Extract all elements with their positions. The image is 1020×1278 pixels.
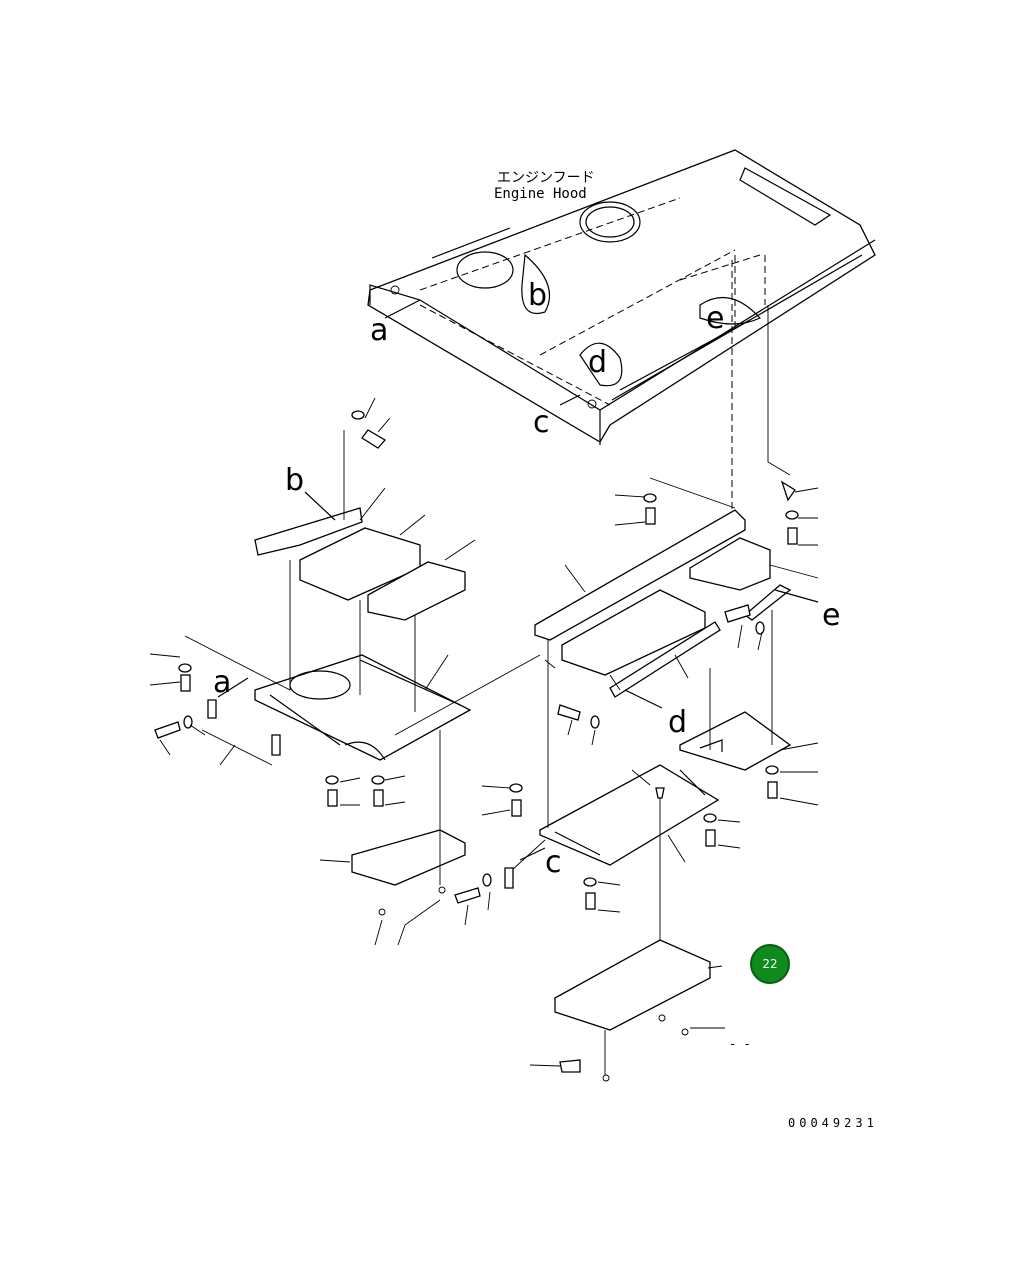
view-letter-a-left: a bbox=[213, 665, 231, 700]
view-letter-c-hood: c bbox=[533, 405, 550, 440]
engine-hood bbox=[367, 149, 876, 445]
view-letter-b-hood: b bbox=[528, 278, 547, 313]
view-letter-e-hood: e bbox=[706, 301, 724, 336]
view-letter-d-right: d bbox=[668, 705, 687, 740]
drawing-reference-number: 00049231 bbox=[788, 1116, 878, 1130]
left-bracket-assembly bbox=[149, 397, 541, 946]
view-letter-e-right: e bbox=[822, 598, 840, 633]
item-number-badge-text: 22 bbox=[762, 957, 777, 971]
view-letter-b-left: b bbox=[285, 463, 304, 498]
right-bracket-assembly bbox=[454, 260, 819, 1082]
view-letter-d-hood: d bbox=[588, 345, 607, 380]
hood-label-japanese: エンジンフード bbox=[497, 170, 595, 186]
stray-mark: - - bbox=[729, 1037, 751, 1051]
item-number-badge[interactable]: 22 bbox=[750, 944, 790, 984]
view-letter-a-hood: a bbox=[370, 313, 388, 348]
hood-label-english: Engine Hood bbox=[494, 186, 587, 202]
view-letter-c-right: c bbox=[545, 845, 562, 880]
